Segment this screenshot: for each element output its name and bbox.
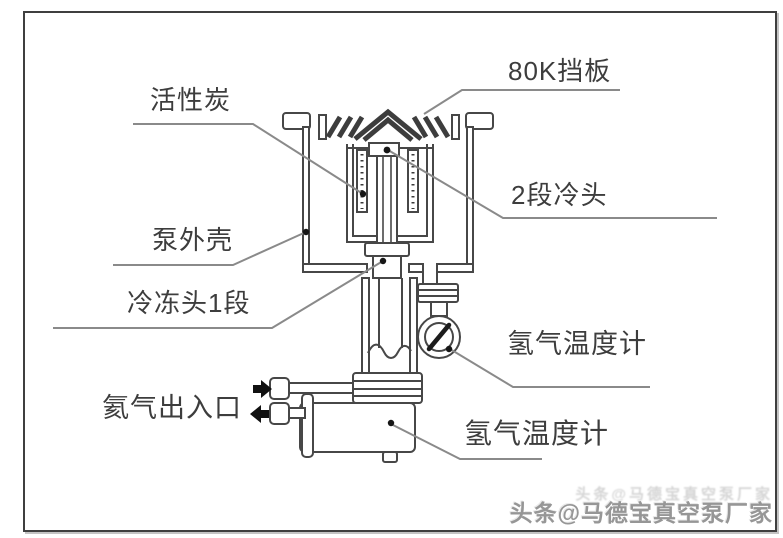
gauge-stem <box>430 301 448 317</box>
drive-unit-foot <box>382 451 398 463</box>
valve-block <box>417 283 459 303</box>
right-flange <box>465 112 494 130</box>
helium-tube-lower <box>287 407 306 419</box>
neck-tube <box>361 277 418 375</box>
stage1-cold-head <box>364 242 410 279</box>
leader-activated-carbon <box>133 123 364 195</box>
baffle-inner-chevron <box>362 116 414 142</box>
side-port-and-gauge <box>417 266 461 359</box>
leader-thermometer-upper <box>449 348 650 388</box>
housing-bottom-right <box>436 263 474 273</box>
label-hydrogen-thermometer-upper: 氢气温度计 <box>507 329 647 359</box>
baffle-outer-chevron <box>353 108 423 141</box>
label-stage2-cold-head: 2段冷头 <box>511 180 608 210</box>
housing-left-wall <box>302 126 310 273</box>
left-mount-plate <box>301 393 314 458</box>
break-wave <box>367 343 412 359</box>
leader-lines <box>53 89 717 460</box>
leader-cold-head-stage1 <box>53 260 384 329</box>
helium-tube-upper <box>287 382 354 394</box>
label-activated-carbon: 活性炭 <box>150 85 232 115</box>
flow-arrow-out-icon <box>250 405 269 423</box>
chevron-baffle-80k-icon <box>318 108 460 142</box>
watermark-ghost: 头条@马德宝真空泵厂家 <box>575 486 773 503</box>
leader-baffle-80k <box>423 89 620 115</box>
activated-carbon-strips <box>356 149 419 213</box>
flow-arrow-in-icon <box>253 380 272 398</box>
label-pump-housing: 泵外壳 <box>152 225 234 255</box>
housing-bottom-mid <box>408 263 424 273</box>
drive-unit-box <box>299 402 416 453</box>
leader-stage2-cold-head <box>387 149 717 219</box>
helium-port-upper <box>269 377 290 400</box>
baffle-end-bar-right <box>451 114 460 140</box>
watermark-brand: 头条@马德宝真空泵厂家 <box>509 500 773 526</box>
gauge-needle <box>426 322 452 352</box>
label-hydrogen-thermometer-lower: 氢气温度计 <box>464 418 610 449</box>
label-cold-head-stage1: 冷冻头1段 <box>127 288 251 318</box>
label-baffle-80k: 80K挡板 <box>508 56 612 86</box>
helium-port-lower <box>269 402 290 425</box>
housing-bottom-left <box>302 263 368 273</box>
leader-thermometer-lower <box>390 423 542 460</box>
left-flange <box>282 112 311 130</box>
drive-unit-assembly <box>250 372 423 463</box>
label-helium-inlet-outlet: 氦气出入口 <box>102 393 242 423</box>
baffle-end-bar-left <box>318 114 327 140</box>
leader-pump-housing <box>113 231 307 266</box>
